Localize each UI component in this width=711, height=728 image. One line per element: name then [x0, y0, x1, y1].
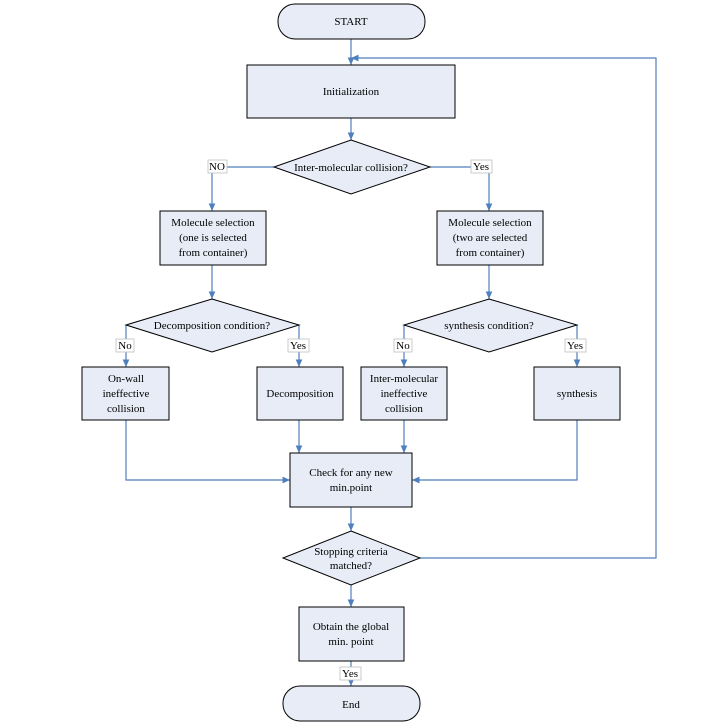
node-initialization-label: Initialization: [323, 86, 380, 98]
node-on-wall-line1: On-wall: [108, 373, 144, 385]
node-molecule-selection-one-line3: from container): [179, 247, 248, 259]
node-end-label: End: [342, 699, 360, 711]
edge-label-decomp-no-text: No: [118, 340, 132, 352]
node-obtain-global-min: Obtain the global min. point: [298, 606, 405, 662]
node-on-wall-ineffective-collision: On-wall ineffective collision: [81, 366, 170, 421]
node-check-line1: Check for any new: [309, 467, 392, 479]
node-on-wall-line3: collision: [107, 403, 145, 415]
edge-label-inter-yes-text: Yes: [473, 161, 489, 173]
edge-label-synth-yes-text: Yes: [567, 340, 583, 352]
node-molecule-selection-one: Molecule selection (one is selected from…: [159, 210, 267, 266]
node-synthesis: synthesis: [533, 366, 621, 421]
node-inter-ineff-line2: ineffective: [381, 388, 428, 400]
edge-label-stop-yes: Yes: [339, 666, 362, 681]
decision-inter-molecular-collision: Inter-molecular collision?: [272, 139, 432, 195]
node-inter-ineff-line3: collision: [385, 403, 423, 415]
decision-synthesis-condition-label: synthesis condition?: [444, 320, 534, 332]
decision-decomposition-condition-label: Decomposition condition?: [154, 320, 271, 332]
node-synthesis-label: synthesis: [557, 388, 597, 400]
edge-inter-no-to-sel-left: [208, 166, 274, 211]
edges: [122, 39, 657, 686]
node-on-wall-line2: ineffective: [103, 388, 150, 400]
edge-label-inter-no-text: NO: [209, 161, 225, 173]
node-check-min-point: Check for any new min.point: [289, 452, 413, 508]
node-check-line2: min.point: [330, 482, 372, 494]
node-decomposition-label: Decomposition: [266, 388, 334, 400]
node-molecule-selection-two-line1: Molecule selection: [448, 217, 532, 229]
node-initialization: Initialization: [246, 64, 456, 119]
node-inter-molecular-ineffective-collision: Inter-molecular ineffective collision: [360, 366, 448, 421]
edge-label-decomp-yes-text: Yes: [290, 340, 306, 352]
edge-inter-yes-to-sel-right: [430, 166, 493, 211]
edge-label-synth-no-text: No: [396, 340, 410, 352]
decision-inter-molecular-collision-label: Inter-molecular collision?: [294, 162, 408, 174]
node-molecule-selection-one-line2: (one is selected: [179, 232, 247, 244]
node-start: START: [277, 3, 426, 40]
edge-label-decomp-yes: Yes: [287, 338, 310, 353]
edge-label-inter-no: NO: [207, 159, 228, 174]
edge-label-synth-yes: Yes: [564, 338, 587, 353]
node-molecule-selection-two: Molecule selection (two are selected fro…: [436, 210, 544, 266]
decision-stopping-criteria: Stopping criteria matched?: [281, 530, 422, 586]
node-inter-ineff-line1: Inter-molecular: [370, 373, 439, 385]
node-obtain-line2: min. point: [328, 636, 373, 648]
node-end: End: [282, 685, 421, 722]
node-molecule-selection-two-line3: from container): [456, 247, 525, 259]
edge-onwall-to-check: [125, 420, 290, 484]
edge-synthesis-to-check: [412, 420, 578, 484]
decision-stopping-line1: Stopping criteria: [314, 546, 388, 558]
decision-decomposition-condition: Decomposition condition?: [124, 298, 301, 353]
edge-label-stop-yes-text: Yes: [342, 668, 358, 680]
edge-label-synth-no: No: [393, 338, 413, 353]
node-molecule-selection-two-line2: (two are selected: [453, 232, 528, 244]
node-obtain-line1: Obtain the global: [313, 621, 389, 633]
node-decomposition: Decomposition: [256, 366, 344, 421]
node-molecule-selection-one-line1: Molecule selection: [171, 217, 255, 229]
decision-synthesis-condition: synthesis condition?: [402, 298, 579, 353]
edge-label-inter-yes: Yes: [470, 159, 493, 174]
decision-stopping-line2: matched?: [330, 560, 372, 572]
edge-label-decomp-no: No: [115, 338, 135, 353]
edge-stop-loop-back: [351, 54, 657, 559]
node-start-label: START: [334, 16, 368, 28]
